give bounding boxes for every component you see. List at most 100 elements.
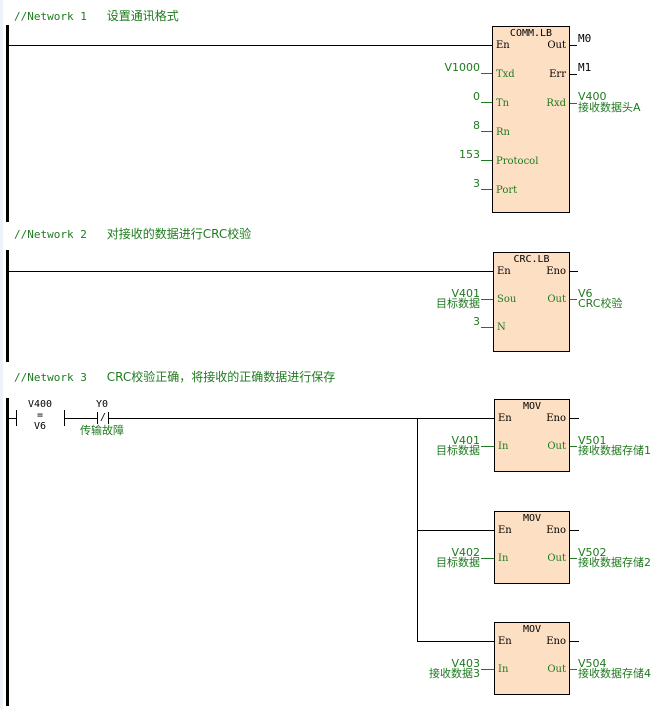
network-1-comment-text: 设置通讯格式 <box>106 9 179 23</box>
branch-wire <box>417 641 494 642</box>
editor-left-margin <box>0 0 3 709</box>
pin-out: Out <box>547 441 566 452</box>
operand-sou[interactable]: V401 <box>451 287 480 300</box>
pin-in: In <box>498 553 509 564</box>
network-1-comment[interactable]: //Network 1 设置通讯格式 <box>14 7 179 24</box>
operand-out[interactable]: V501 <box>578 434 607 447</box>
symbol-sou: 目标数据 <box>436 297 480 310</box>
operand-wire <box>481 669 494 670</box>
pin-out: Out <box>547 664 566 675</box>
operand-n[interactable]: 3 <box>473 315 480 328</box>
contact-symbol: 传输故障 <box>80 424 124 437</box>
operand-port[interactable]: 3 <box>473 177 480 190</box>
output-wire <box>570 74 577 75</box>
block-title: CRC.LB <box>513 254 550 265</box>
mov-block-3[interactable]: MOV En In Eno Out <box>494 622 570 695</box>
output-wire <box>570 103 577 104</box>
operand-tn[interactable]: 0 <box>473 90 480 103</box>
operand-in[interactable]: V401 <box>451 434 480 447</box>
pin-eno: Eno <box>546 413 566 424</box>
crc-lb-block[interactable]: CRC.LB En Sou N Eno Out <box>493 252 570 352</box>
operand-wire <box>481 160 492 161</box>
operand-rxd[interactable]: V400 <box>578 90 607 103</box>
rung-wire <box>9 45 492 46</box>
operand-wire <box>481 299 493 300</box>
operand-out[interactable]: V6 <box>578 287 593 300</box>
pin-out: Out <box>547 553 566 564</box>
mov-block-1[interactable]: MOV En In Eno Out <box>494 399 570 472</box>
pin-rn: Rn <box>496 127 510 138</box>
operand-wire <box>481 102 492 103</box>
operand-out[interactable]: V504 <box>578 657 607 670</box>
operand-rn[interactable]: 8 <box>473 119 480 132</box>
pin-tn: Tn <box>496 98 510 109</box>
compare-operand-top: V400 <box>27 399 53 410</box>
eno-wire <box>570 641 579 642</box>
comm-lb-block[interactable]: COMM.LB En Txd Tn Rn Protocol Port Out E… <box>492 26 570 213</box>
pin-eno: Eno <box>546 266 566 277</box>
eno-wire <box>570 530 579 531</box>
network-2-label: //Network 2 <box>14 228 87 241</box>
network-2-comment[interactable]: //Network 2 对接收的数据进行CRC校验 <box>14 225 251 242</box>
pin-in: In <box>498 664 509 675</box>
eno-wire <box>570 418 579 419</box>
block-title: MOV <box>522 624 542 635</box>
operand-in[interactable]: V403 <box>451 657 480 670</box>
power-rail-left <box>6 250 9 362</box>
pin-eno: Eno <box>546 636 566 647</box>
output-wire <box>570 45 577 46</box>
rung-wire <box>9 418 16 419</box>
operand-out[interactable]: V502 <box>578 546 607 559</box>
output-wire <box>570 669 577 670</box>
pin-err: Err <box>549 69 566 80</box>
rung-wire <box>108 418 494 419</box>
operand-wire <box>481 73 492 74</box>
pin-eno: Eno <box>546 525 566 536</box>
eno-wire <box>570 271 578 272</box>
network-3-comment-text: CRC校验正确，将接收的正确数据进行保存 <box>106 370 336 384</box>
rung-wire <box>9 271 493 272</box>
block-title: COMM.LB <box>509 28 553 39</box>
symbol-in: 目标数据 <box>436 556 480 569</box>
operand-in[interactable]: V402 <box>451 546 480 559</box>
operand-wire <box>481 558 494 559</box>
pin-rxd: Rxd <box>546 98 566 109</box>
pin-port: Port <box>496 185 518 196</box>
pin-en: En <box>498 413 512 424</box>
power-rail-left <box>6 25 9 222</box>
pin-n: N <box>497 322 506 333</box>
pin-txd: Txd <box>496 69 515 80</box>
network-1-label: //Network 1 <box>14 10 87 23</box>
power-rail-left <box>6 398 9 706</box>
output-wire <box>570 299 577 300</box>
output-wire <box>570 446 577 447</box>
mov-block-2[interactable]: MOV En In Eno Out <box>494 511 570 584</box>
symbol-out: 接收数据存储2 <box>578 556 651 569</box>
symbol-out: 接收数据存储1 <box>578 444 651 457</box>
pin-en: En <box>497 266 511 277</box>
operand-wire <box>481 131 492 132</box>
block-title: MOV <box>522 513 542 524</box>
symbol-rxd: 接收数据头A <box>578 101 641 114</box>
operand-err[interactable]: M1 <box>578 61 592 74</box>
operand-protocol[interactable]: 153 <box>459 148 480 161</box>
pin-en: En <box>498 525 512 536</box>
symbol-in: 目标数据 <box>436 444 480 457</box>
contact-bar-left <box>97 412 98 424</box>
symbol-out: 接收数据存储4 <box>578 667 651 680</box>
block-title: MOV <box>522 401 542 412</box>
pin-sou: Sou <box>497 294 517 305</box>
pin-out: Out <box>547 40 566 51</box>
output-wire <box>570 558 577 559</box>
contact-address: Y0 <box>95 399 109 410</box>
pin-out: Out <box>547 294 566 305</box>
compare-operand-bottom: V6 <box>33 421 47 432</box>
symbol-out: CRC校验 <box>578 297 623 310</box>
operand-txd[interactable]: V1000 <box>444 61 480 74</box>
network-3-comment[interactable]: //Network 3 CRC校验正确，将接收的正确数据进行保存 <box>14 368 335 385</box>
nc-slash-icon: / <box>99 412 107 423</box>
branch-wire <box>417 530 494 531</box>
compare-operator: = <box>36 410 44 421</box>
operand-out[interactable]: M0 <box>578 32 592 45</box>
rung-wire <box>64 418 97 419</box>
